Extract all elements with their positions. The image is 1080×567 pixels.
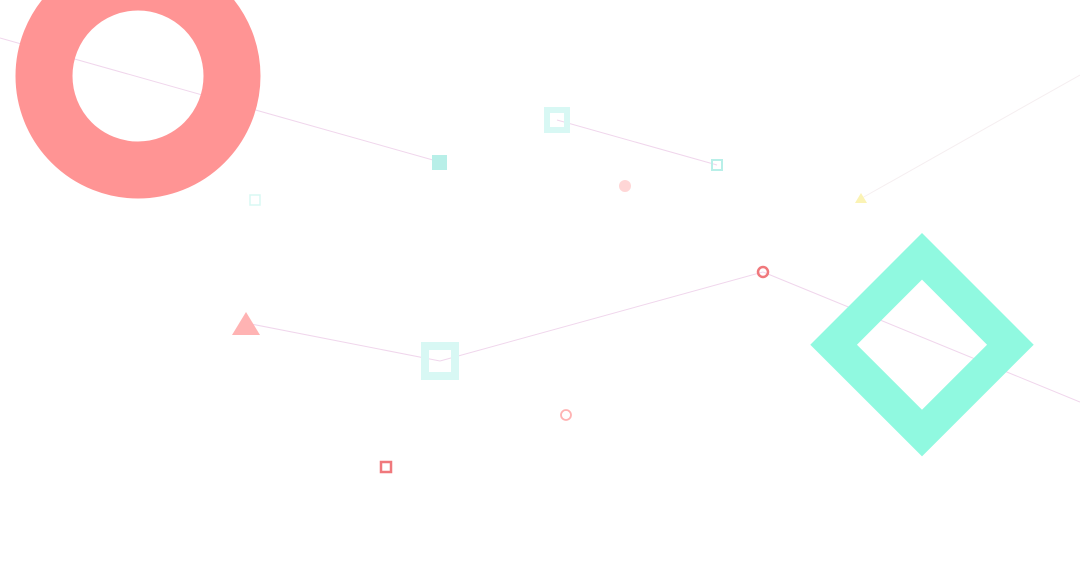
- connection-line: [762, 271, 1080, 403]
- connection-line: [556, 119, 718, 166]
- connection-lines: [0, 37, 1080, 403]
- small-square-outline: [544, 107, 570, 133]
- small-triangle: [232, 312, 260, 335]
- small-square-outline: [379, 460, 393, 474]
- small-ring: [560, 409, 572, 421]
- large-ring: [15, 0, 261, 199]
- connection-line: [439, 271, 764, 362]
- small-square-outline: [711, 159, 723, 171]
- medium-square-outline: [421, 342, 459, 380]
- small-square-outline: [249, 194, 261, 206]
- small-ring: [756, 265, 770, 279]
- connection-line: [245, 322, 441, 362]
- small-square-filled: [432, 155, 447, 170]
- large-diamond: [810, 232, 1034, 457]
- tiny-triangle: [855, 193, 867, 203]
- connection-line: [861, 74, 1080, 199]
- small-dot: [619, 180, 631, 192]
